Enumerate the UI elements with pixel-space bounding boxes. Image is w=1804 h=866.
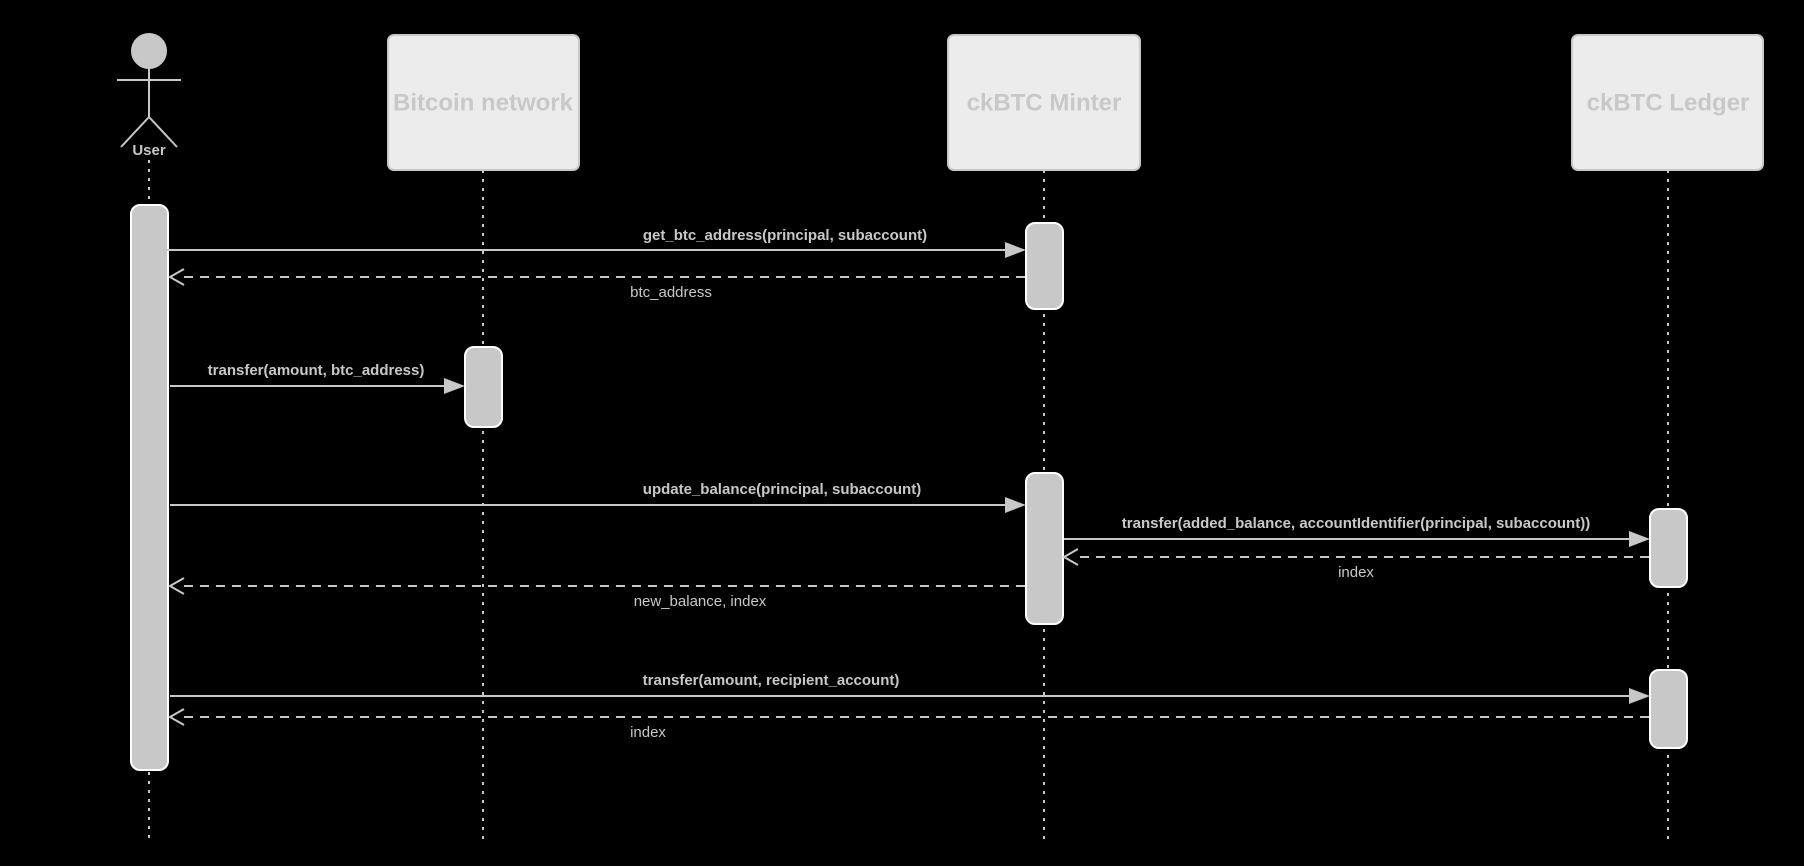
message-label-6: index bbox=[1338, 564, 1374, 581]
activation-bars bbox=[130, 204, 1688, 771]
actor-head-icon bbox=[131, 33, 167, 69]
message-2-btc-address[interactable]: btc_address bbox=[167, 268, 1025, 301]
participant-minter[interactable]: ckBTC Minter bbox=[947, 34, 1141, 171]
participant-label-btc: Bitcoin network bbox=[393, 89, 574, 116]
message-arrowhead-2 bbox=[167, 268, 185, 286]
actor-leg-right-icon bbox=[148, 116, 178, 148]
participant-label-ledger: ckBTC Ledger bbox=[1587, 89, 1750, 116]
participant-label-user: User bbox=[132, 142, 166, 159]
activation-ledger-2[interactable] bbox=[1649, 669, 1688, 749]
participant-label-minter: ckBTC Minter bbox=[967, 89, 1122, 116]
message-arrowhead-7 bbox=[167, 577, 185, 595]
message-7-new-balance-index[interactable]: new_balance, index bbox=[167, 577, 1025, 610]
participant-box-ledger[interactable] bbox=[1571, 34, 1764, 171]
message-label-7: new_balance, index bbox=[634, 593, 767, 610]
message-arrowhead-4 bbox=[1005, 497, 1026, 513]
message-arrowhead-6 bbox=[1061, 548, 1079, 566]
message-label-1: get_btc_address(principal, subaccount) bbox=[643, 227, 927, 244]
message-label-4: update_balance(principal, subaccount) bbox=[643, 481, 921, 498]
participant-box-minter[interactable] bbox=[947, 34, 1141, 171]
participant-btc[interactable]: Bitcoin network bbox=[387, 34, 580, 171]
activation-user-main[interactable] bbox=[130, 204, 169, 771]
participant-box-btc[interactable] bbox=[387, 34, 580, 171]
message-arrowhead-1 bbox=[1005, 242, 1026, 258]
message-arrowhead-5 bbox=[1629, 531, 1650, 547]
activation-minter-1[interactable] bbox=[1025, 222, 1064, 310]
activation-btc-1[interactable] bbox=[464, 346, 503, 428]
activation-ledger-1[interactable] bbox=[1649, 508, 1688, 588]
message-5-transfer-added-balance[interactable]: transfer(added_balance, accountIdentifie… bbox=[1064, 515, 1650, 547]
message-label-9: index bbox=[630, 724, 666, 741]
participant-user[interactable]: User bbox=[117, 33, 181, 159]
activation-minter-2[interactable] bbox=[1025, 472, 1064, 625]
message-arrowhead-3 bbox=[444, 378, 465, 394]
message-arrowhead-8 bbox=[1629, 688, 1650, 704]
message-6-index[interactable]: index bbox=[1061, 548, 1649, 581]
message-8-transfer-recipient[interactable]: transfer(amount, recipient_account) bbox=[170, 672, 1650, 704]
message-label-3: transfer(amount, btc_address) bbox=[208, 362, 425, 379]
message-3-transfer-btc[interactable]: transfer(amount, btc_address) bbox=[170, 362, 465, 394]
participant-ledger[interactable]: ckBTC Ledger bbox=[1571, 34, 1764, 171]
message-label-8: transfer(amount, recipient_account) bbox=[643, 672, 900, 689]
message-4-update-balance[interactable]: update_balance(principal, subaccount) bbox=[170, 481, 1026, 513]
actor-leg-left-icon bbox=[120, 116, 150, 148]
message-1-get-btc-address[interactable]: get_btc_address(principal, subaccount) bbox=[150, 227, 1026, 258]
lifelines bbox=[148, 160, 1669, 840]
message-arrowhead-9 bbox=[167, 708, 185, 726]
message-9-index[interactable]: index bbox=[167, 708, 1649, 741]
message-label-5: transfer(added_balance, accountIdentifie… bbox=[1122, 515, 1590, 532]
message-label-2: btc_address bbox=[630, 284, 712, 301]
